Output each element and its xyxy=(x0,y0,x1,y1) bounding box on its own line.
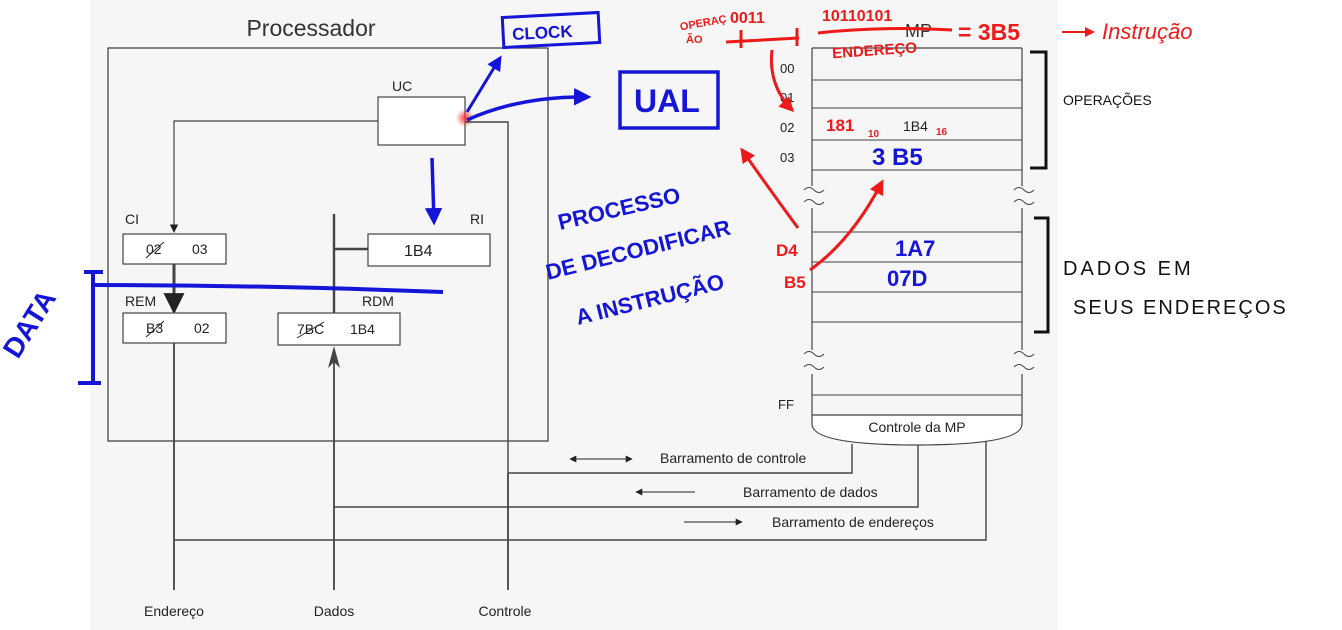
rdm-register xyxy=(277,312,401,346)
ri-register xyxy=(367,233,491,267)
ual-arrow xyxy=(466,88,592,122)
addr-d4-annotation: D4 xyxy=(776,241,798,260)
dados-bracket xyxy=(1034,216,1050,334)
endereco-annotation: ENDEREÇO xyxy=(832,39,918,62)
processor-box xyxy=(107,47,549,442)
memory-gap xyxy=(800,350,1034,374)
break-mark xyxy=(1013,351,1035,370)
addr-b5-annotation: B5 xyxy=(784,273,806,292)
memory-label: MP xyxy=(905,21,932,41)
memory-cell-02-value: 1B4 xyxy=(903,118,928,134)
uc-to-ri-blue-arrow xyxy=(424,157,443,226)
operacao-annotation-line2: ÃO xyxy=(686,33,703,46)
ri-label: RI xyxy=(470,211,484,227)
cell-d4-value: 1A7 xyxy=(895,236,935,261)
ci-label: CI xyxy=(125,211,139,227)
control-bus-line xyxy=(508,444,853,474)
ci-old-value: 02 xyxy=(146,241,162,257)
data-line-arrow xyxy=(328,346,340,368)
bottom-label-control: Controle xyxy=(479,603,532,619)
memory-cell-02-subscript: 16 xyxy=(936,127,948,138)
rdm-old-value: 7BC xyxy=(297,321,324,337)
ci-register xyxy=(122,233,227,265)
control-bus-label: Barramento de controle xyxy=(660,450,807,466)
uc-control-line xyxy=(465,121,509,473)
uc-to-ci-line xyxy=(169,120,378,233)
bottom-label-address: Endereço xyxy=(144,603,204,619)
operacoes-bracket xyxy=(1030,50,1048,170)
cell-b5-value: 07D xyxy=(887,266,927,291)
memory-address-03: 03 xyxy=(780,150,794,165)
rdm-strike xyxy=(296,321,325,339)
memory-address-00: 00 xyxy=(780,61,794,76)
operacoes-annotation: OPERAÇÕES xyxy=(1063,92,1152,108)
data-annotation: DATA xyxy=(0,284,62,363)
instrucao-annotation: Instrução xyxy=(1102,19,1193,44)
main-memory: MP 00 01 02 03 FF 1B4 16 Controle da MP xyxy=(778,21,1035,446)
processor-title: Processador xyxy=(246,15,375,41)
memory-controller-label: Controle da MP xyxy=(868,419,965,435)
clock-annotation: CLOCK xyxy=(512,22,574,44)
memory-gap xyxy=(800,186,1034,208)
break-mark xyxy=(1013,187,1035,205)
uc-label: UC xyxy=(392,78,412,94)
rem-strike xyxy=(145,320,165,338)
break-mark xyxy=(803,351,825,370)
ri-value: 1B4 xyxy=(404,243,433,260)
cell-02-red-value: 181 xyxy=(826,116,854,135)
clock-box xyxy=(500,10,602,50)
cell-02-red-subscript: 10 xyxy=(868,129,880,140)
ci-strike xyxy=(145,241,165,259)
dados-annotation-line2: SEUS ENDEREÇOS xyxy=(1073,297,1288,319)
memory-address-ff: FF xyxy=(778,397,794,412)
address-bus-line xyxy=(174,438,987,541)
ual-box xyxy=(618,70,720,130)
data-bus-line xyxy=(334,444,919,508)
cell-03-value: 3 B5 xyxy=(872,144,923,171)
rdm-label: RDM xyxy=(362,293,394,309)
opcode-underline xyxy=(725,36,800,44)
processor: Processador UC CI 02 03 REM B3 02 RI 1B4… xyxy=(107,15,549,473)
b5-to-03-arrow xyxy=(809,179,884,272)
d4-to-02-arrow xyxy=(740,147,800,229)
ci-value: 03 xyxy=(192,241,208,257)
dados-annotation-line1: DADOS EM xyxy=(1063,258,1194,280)
rem-old-value: B3 xyxy=(146,320,163,336)
equals-result-annotation: = 3B5 xyxy=(958,19,1020,45)
figure-background xyxy=(90,0,1058,630)
memory-controller xyxy=(811,414,1023,446)
opcode-bits: 0011 xyxy=(730,10,765,27)
address-bus-label: Barramento de endereços xyxy=(772,514,934,530)
rdm-value: 1B4 xyxy=(350,321,375,337)
uc-box xyxy=(377,96,466,146)
address-bits-underline xyxy=(817,27,953,35)
ual-annotation: UAL xyxy=(634,83,700,119)
external-buses: Barramento de controle Barramento de dad… xyxy=(144,343,987,619)
rem-value: 02 xyxy=(194,320,210,336)
data-bus-label: Barramento de dados xyxy=(743,484,878,500)
clock-arrow xyxy=(465,55,502,113)
rem-register xyxy=(122,312,227,344)
break-mark xyxy=(803,187,825,205)
bits-to-cell-arrow xyxy=(769,49,795,113)
bottom-label-data: Dados xyxy=(314,603,354,619)
memory-address-02: 02 xyxy=(780,120,794,135)
rem-label: REM xyxy=(125,293,156,309)
address-bits: 10110101 xyxy=(822,8,892,25)
data-horizontal-line xyxy=(92,283,444,294)
